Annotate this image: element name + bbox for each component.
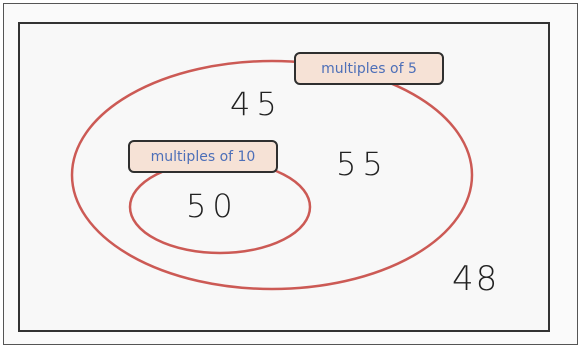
region-value-48: 48 — [452, 259, 500, 299]
multiples-of-10-label: multiples of 10 — [128, 140, 278, 173]
multiples-of-10-label-text: multiples of 10 — [150, 148, 256, 165]
multiples-of-5-label: multiples of 5 — [294, 52, 444, 85]
multiples-of-5-label-text: multiples of 5 — [321, 60, 417, 77]
region-value-45: 45 — [230, 85, 283, 123]
region-value-55: 55 — [336, 145, 389, 183]
region-value-50: 50 — [186, 187, 239, 225]
